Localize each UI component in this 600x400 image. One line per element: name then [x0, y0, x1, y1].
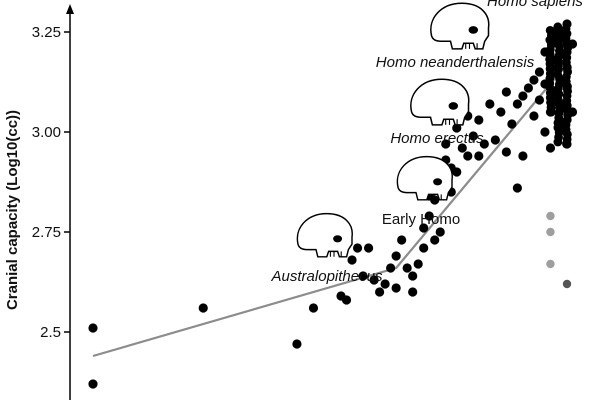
species-label: Homo neanderthalensis — [376, 54, 535, 71]
skull-outline — [397, 157, 452, 200]
data-point — [485, 99, 494, 108]
data-point — [353, 243, 362, 252]
data-point — [507, 119, 516, 128]
data-point — [364, 243, 373, 252]
data-point — [546, 26, 555, 35]
species-label: Homo sapiens — [487, 0, 583, 10]
data-point — [436, 227, 445, 236]
species-label: Australopithecus — [271, 268, 383, 285]
data-point-light — [546, 212, 554, 220]
data-point — [546, 143, 555, 152]
skull-eye-socket — [449, 102, 459, 110]
data-point — [342, 295, 351, 304]
skull-eye-socket — [433, 178, 442, 185]
data-point — [397, 235, 406, 244]
data-point — [502, 87, 511, 96]
data-point — [463, 151, 472, 160]
data-point-light — [546, 228, 554, 236]
y-axis-arrow — [66, 4, 74, 14]
data-point — [408, 287, 417, 296]
data-point — [529, 111, 538, 120]
data-point — [518, 91, 527, 100]
data-point — [386, 263, 395, 272]
species-label: Early Homo — [382, 211, 460, 228]
data-point — [529, 75, 538, 84]
data-point — [513, 99, 522, 108]
data-point — [562, 24, 571, 33]
data-point — [375, 287, 384, 296]
skull-icon — [397, 157, 452, 200]
data-point — [292, 339, 301, 348]
data-point — [309, 303, 318, 312]
y-axis-title: Cranial capacity (Log10(cc)) — [4, 110, 21, 310]
data-point-gray — [563, 280, 571, 288]
data-point — [524, 83, 533, 92]
data-point — [474, 151, 483, 160]
skull-eye-socket — [333, 235, 342, 242]
skull-outline — [431, 3, 489, 49]
trend-layer — [93, 64, 567, 356]
y-tick-label: 2.75 — [32, 224, 61, 241]
skull-icon — [431, 3, 489, 49]
data-point — [392, 251, 401, 260]
data-point — [502, 147, 511, 156]
data-point-light — [546, 260, 554, 268]
data-point — [474, 115, 483, 124]
data-point — [408, 271, 417, 280]
species-label: Homo erectus — [390, 130, 484, 147]
data-point — [403, 263, 412, 272]
data-point — [392, 283, 401, 292]
y-tick-label: 2.5 — [40, 324, 61, 341]
data-point — [518, 151, 527, 160]
data-point — [414, 259, 423, 268]
data-point — [540, 127, 549, 136]
data-point — [553, 22, 562, 31]
data-point — [452, 167, 461, 176]
data-point — [88, 323, 97, 332]
y-tick-label: 3.00 — [32, 124, 61, 141]
data-point — [88, 379, 97, 388]
trend-line — [93, 64, 567, 356]
data-point — [535, 95, 544, 104]
data-point — [535, 67, 544, 76]
skull-eye-socket — [469, 26, 479, 34]
data-point — [491, 135, 500, 144]
skull-outline — [297, 214, 352, 257]
data-point — [347, 255, 356, 264]
data-point — [419, 243, 428, 252]
axis-layer: 2.5 2.75 3.00 3.25 — [32, 4, 74, 400]
data-point — [513, 183, 522, 192]
skull-icon — [411, 79, 469, 125]
point-layer — [88, 19, 577, 388]
data-point — [430, 235, 439, 244]
y-tick-label: 3.25 — [32, 24, 61, 41]
data-point — [496, 107, 505, 116]
data-point — [199, 303, 208, 312]
skull-outline — [411, 79, 469, 125]
skull-icon — [297, 214, 352, 257]
